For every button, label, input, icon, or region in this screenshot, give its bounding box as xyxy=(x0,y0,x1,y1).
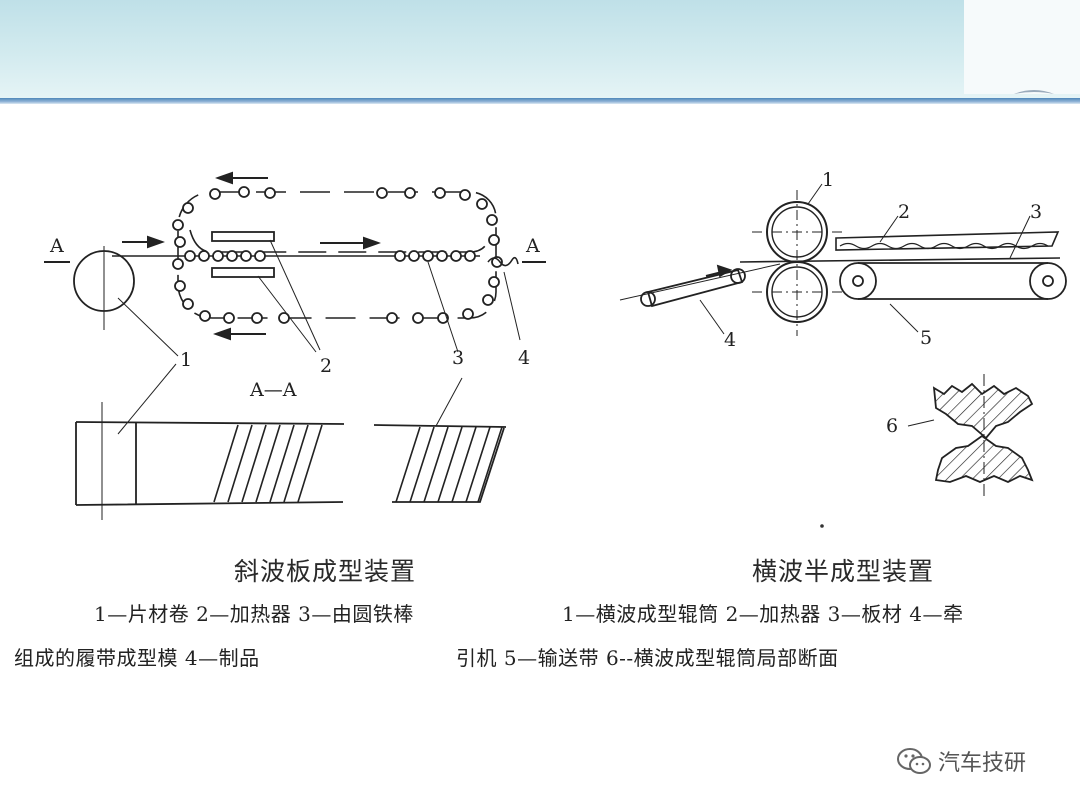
left-part-4: 4 xyxy=(518,347,530,369)
right-part-6: 6 xyxy=(886,415,898,437)
left-legend-line2: 组成的履带成型模 4—制品 xyxy=(14,646,260,670)
leader-lines xyxy=(117,239,463,435)
header-corner-panel xyxy=(964,0,1080,94)
left-labels: A A 1 2 3 4 A—A xyxy=(49,235,540,401)
sheet-and-heater xyxy=(739,231,1061,263)
section-mark-left: A xyxy=(49,235,64,257)
sheet-product-strip xyxy=(75,402,507,520)
right-figure-title: 横波半成型装置 xyxy=(752,557,935,586)
right-legend-line2: 引机 5—输送带 6--横波成型辊筒局部断面 xyxy=(456,646,839,670)
product-outlet-4 xyxy=(487,256,521,341)
motion-arrows xyxy=(122,171,381,341)
wechat-icon xyxy=(897,748,931,774)
right-part-2: 2 xyxy=(898,201,910,223)
forming-rollers xyxy=(752,190,842,336)
section-label-aa: A—A xyxy=(249,379,297,401)
left-part-3: 3 xyxy=(452,347,464,369)
left-part-1: 1 xyxy=(180,349,192,371)
right-labels: 1 2 3 4 5 6 xyxy=(724,169,1042,437)
heater-plates xyxy=(211,231,275,278)
right-legend-line1: 1—横波成型辊筒 2—加热器 3—板材 4—牵 xyxy=(562,602,964,626)
left-legend-line1: 1—片材卷 2—加热器 3—由圆铁棒 xyxy=(94,602,414,626)
left-part-2: 2 xyxy=(320,355,332,377)
left-chain-beads xyxy=(172,186,503,324)
watermark: 汽车技研 xyxy=(896,745,1026,777)
roller-cross-section xyxy=(932,374,1034,500)
right-part-4: 4 xyxy=(724,329,736,351)
corner-swoosh-icon xyxy=(1014,90,1054,94)
left-figure-title: 斜波板成型装置 xyxy=(234,557,417,586)
right-part-5: 5 xyxy=(920,327,932,349)
right-part-1: 1 xyxy=(822,169,834,191)
header-divider xyxy=(0,98,1080,104)
right-part-3: 3 xyxy=(1030,201,1042,223)
stray-dot xyxy=(820,524,824,528)
watermark-text: 汽车技研 xyxy=(938,751,1027,776)
section-mark-right: A xyxy=(525,235,540,257)
sheet-roll xyxy=(73,246,135,330)
conveyor-belt xyxy=(839,262,1067,300)
right-leader-lines xyxy=(699,183,1031,427)
haul-off xyxy=(619,263,781,308)
header-band xyxy=(0,0,1080,100)
